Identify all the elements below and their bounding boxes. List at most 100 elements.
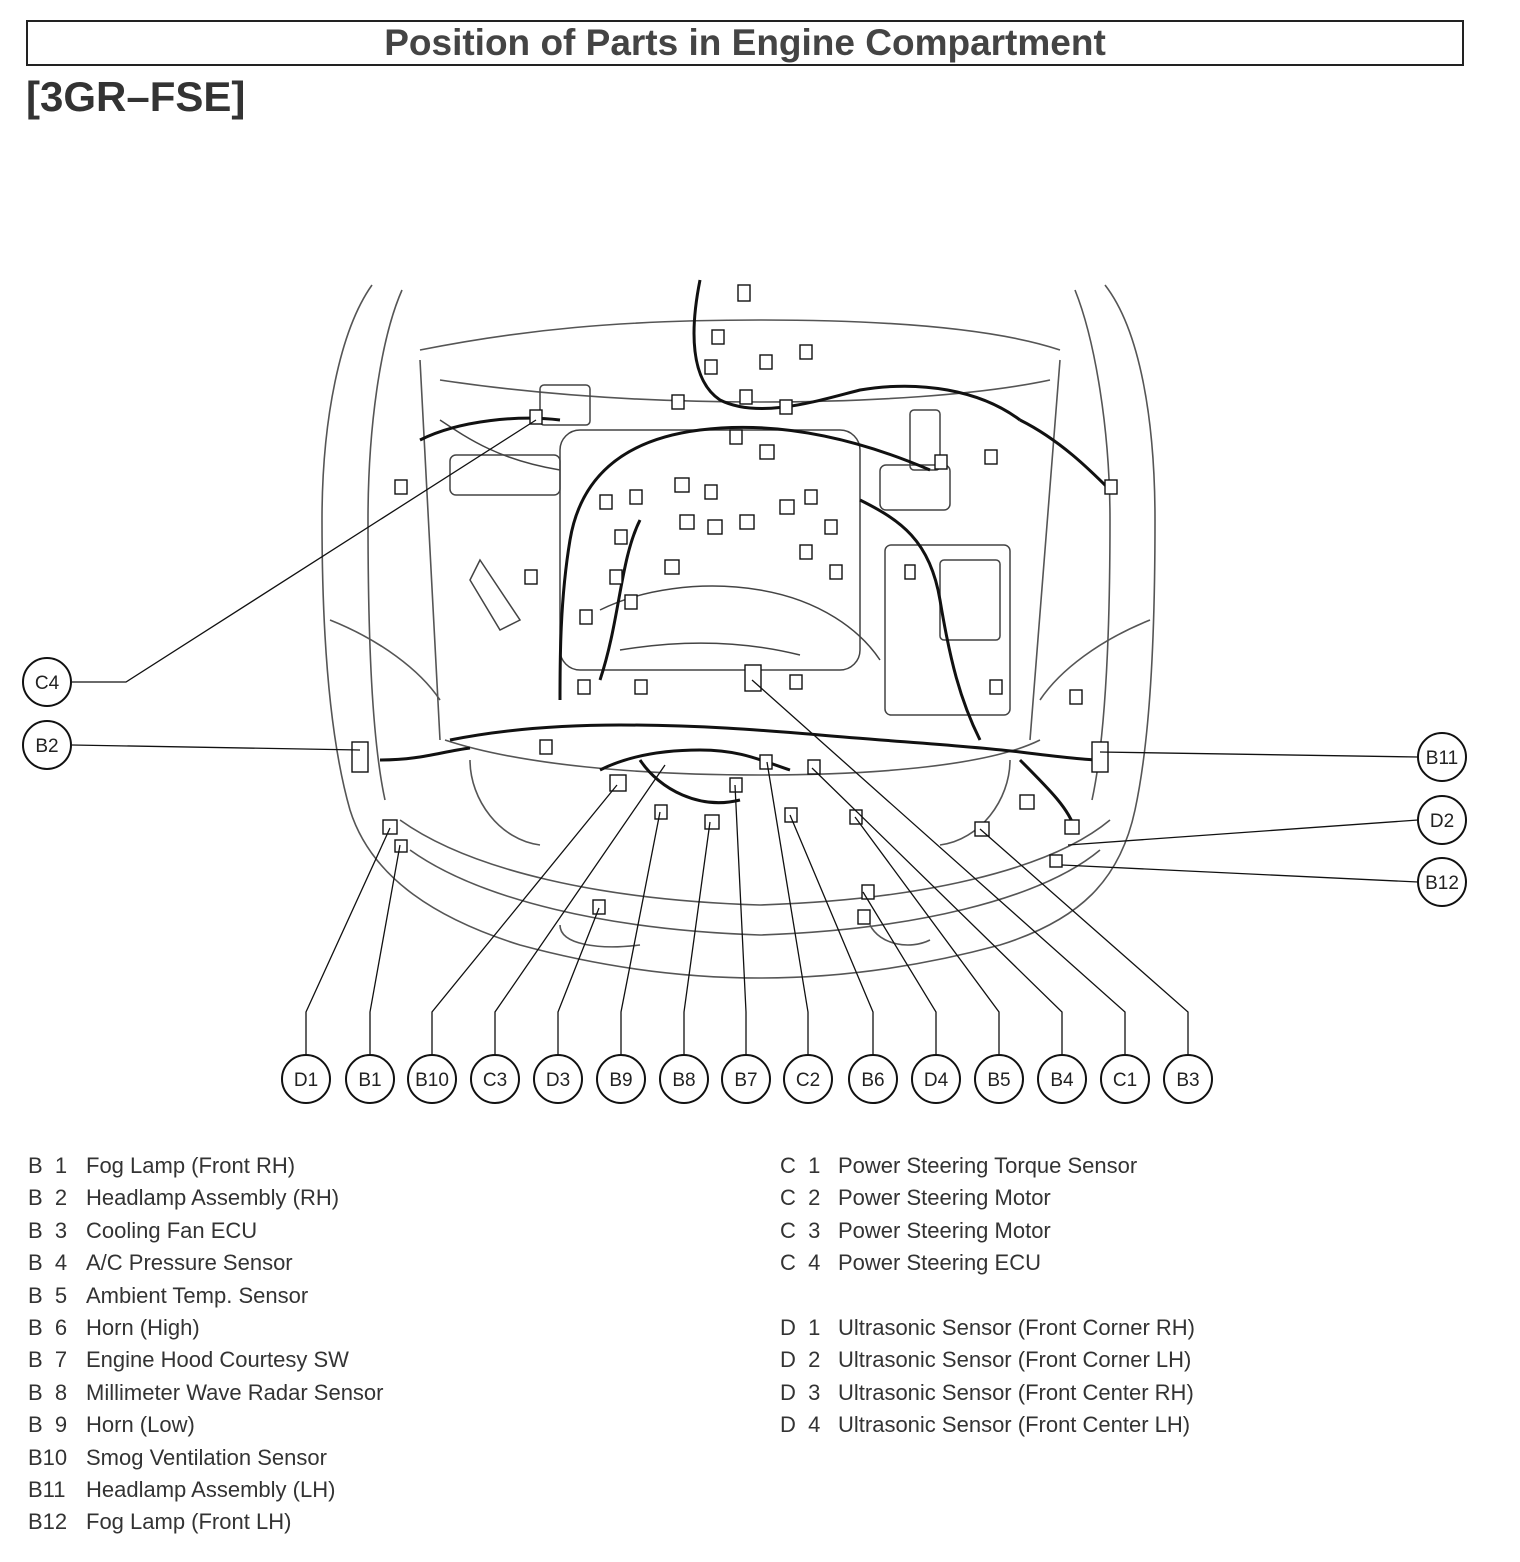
legend-name: Horn (High) <box>86 1314 200 1340</box>
legend-row: B 4 A/C Pressure Sensor <box>28 1247 384 1279</box>
legend-code: B 5 <box>28 1282 68 1308</box>
legend-c-d-parts: C 1 Power Steering Torque Sensor C 2 Power… <box>780 1150 1195 1442</box>
legend-row: B 5 Ambient Temp. Sensor <box>28 1280 384 1312</box>
callout-d2: D2 <box>1417 795 1467 845</box>
callout-c4-label: C4 <box>35 673 60 694</box>
callout-c2: C2 <box>783 1054 833 1104</box>
callout-d1: D1 <box>281 1054 331 1104</box>
callout-b10-label: B10 <box>415 1070 449 1091</box>
legend-name: Smog Ventilation Sensor <box>86 1444 327 1470</box>
legend-name: Power Steering Torque Sensor <box>838 1153 1138 1178</box>
legend-code: B 4 <box>28 1250 68 1276</box>
connectors <box>351 284 1118 925</box>
callout-b7: B7 <box>721 1054 771 1104</box>
legend-name: Ambient Temp. Sensor <box>86 1282 309 1308</box>
legend-code: D 4 <box>780 1412 821 1438</box>
page-title: Position of Parts in Engine Compartment <box>26 20 1464 66</box>
callout-b9-label: B9 <box>609 1070 632 1091</box>
callout-d1-label: D1 <box>294 1070 318 1091</box>
legend-name: Headlamp Assembly (RH) <box>86 1185 340 1211</box>
callout-b6: B6 <box>848 1054 898 1104</box>
callout-b2-label: B2 <box>35 736 58 757</box>
legend-name: Horn (Low) <box>86 1412 195 1438</box>
callout-b1-label: B1 <box>358 1070 381 1091</box>
legend-name: Ultrasonic Sensor (Front Corner RH) <box>838 1314 1195 1340</box>
callout-b3-label: B3 <box>1176 1070 1199 1091</box>
callout-d4: D4 <box>911 1054 961 1104</box>
legend-row: B 2 Headlamp Assembly (RH) <box>28 1182 384 1214</box>
callout-c2-label: C2 <box>796 1070 820 1091</box>
legend-name: Headlamp Assembly (LH) <box>86 1476 336 1502</box>
callout-b12: B12 <box>1417 857 1467 907</box>
callout-b8: B8 <box>659 1054 709 1104</box>
callout-b4: B4 <box>1037 1054 1087 1104</box>
callout-c1-label: C1 <box>1113 1070 1137 1091</box>
engine-code-subtitle: [3GR–FSE] <box>26 73 246 120</box>
legend-row: B10 Smog Ventilation Sensor <box>28 1442 384 1474</box>
legend-code: B 6 <box>28 1314 68 1340</box>
power-steering-ecu-box <box>539 384 591 426</box>
legend-code: B10 <box>28 1444 68 1470</box>
callout-b1: B1 <box>345 1054 395 1104</box>
callout-b5: B5 <box>974 1054 1024 1104</box>
callout-b3: B3 <box>1163 1054 1213 1104</box>
callout-d2-label: D2 <box>1430 811 1454 832</box>
legend-name: Power Steering Motor <box>838 1217 1051 1243</box>
legend-code: D 1 <box>780 1314 821 1340</box>
legend-row: B12 Fog Lamp (Front LH) <box>28 1506 384 1538</box>
legend-name: Power Steering Motor <box>838 1185 1051 1211</box>
leader-lines <box>71 419 1419 1055</box>
legend-code: B 8 <box>28 1379 68 1405</box>
callout-b8-label: B8 <box>672 1070 695 1091</box>
legend-code: C 1 <box>780 1153 821 1178</box>
legend-code: C 3 <box>780 1217 821 1243</box>
engine-components <box>439 384 1011 716</box>
callout-d3-label: D3 <box>546 1070 570 1091</box>
legend-name: A/C Pressure Sensor <box>86 1250 293 1276</box>
legend-code: C 2 <box>780 1185 821 1211</box>
callout-c1: C1 <box>1100 1054 1150 1104</box>
callout-b9: B9 <box>596 1054 646 1104</box>
legend-name: Fog Lamp (Front LH) <box>86 1509 292 1535</box>
legend-row: D 4 Ultrasonic Sensor (Front Center LH) <box>780 1409 1195 1441</box>
legend-row: B11 Headlamp Assembly (LH) <box>28 1474 384 1506</box>
legend-code: B 7 <box>28 1347 68 1373</box>
legend-name: Engine Hood Courtesy SW <box>86 1347 349 1373</box>
legend-spacer <box>780 1280 1195 1312</box>
legend-code: B12 <box>28 1509 68 1535</box>
legend-code: D 3 <box>780 1379 821 1405</box>
callout-c3: C3 <box>470 1054 520 1104</box>
legend-row: B 7 Engine Hood Courtesy SW <box>28 1344 384 1376</box>
callout-b7-label: B7 <box>734 1070 757 1091</box>
legend-name: Ultrasonic Sensor (Front Center LH) <box>838 1412 1191 1438</box>
legend-name: Millimeter Wave Radar Sensor <box>86 1379 384 1405</box>
callout-c3-label: C3 <box>483 1070 507 1091</box>
legend-row: C 2 Power Steering Motor <box>780 1182 1195 1214</box>
callout-b2: B2 <box>22 720 72 770</box>
legend-code: B11 <box>28 1476 66 1502</box>
wire-harness <box>379 279 1112 831</box>
legend-code: B 9 <box>28 1412 68 1438</box>
callout-d4-label: D4 <box>924 1070 949 1091</box>
legend-code: C 4 <box>780 1250 821 1276</box>
vehicle-body-outline <box>321 284 1156 979</box>
legend-row: B 9 Horn (Low) <box>28 1409 384 1441</box>
legend-code: B 3 <box>28 1217 68 1243</box>
callout-b12-label: B12 <box>1425 873 1459 894</box>
legend-row: C 1 Power Steering Torque Sensor <box>780 1150 1195 1182</box>
legend-row: B 8 Millimeter Wave Radar Sensor <box>28 1377 384 1409</box>
fuse-relay-box <box>884 544 1011 716</box>
callout-b4-label: B4 <box>1050 1070 1074 1091</box>
callout-b11: B11 <box>1417 732 1467 782</box>
engine-compartment-diagram: C4 B2 B11 D2 B12 D1 B1 B10 C3 D3 B9 <box>22 279 1467 1104</box>
reservoir <box>879 464 951 511</box>
legend-code: B 2 <box>28 1185 68 1211</box>
callout-b10: B10 <box>407 1054 457 1104</box>
legend-row: D 1 Ultrasonic Sensor (Front Corner RH) <box>780 1312 1195 1344</box>
legend-code: B 1 <box>28 1153 68 1178</box>
legend-code: D 2 <box>780 1347 821 1373</box>
